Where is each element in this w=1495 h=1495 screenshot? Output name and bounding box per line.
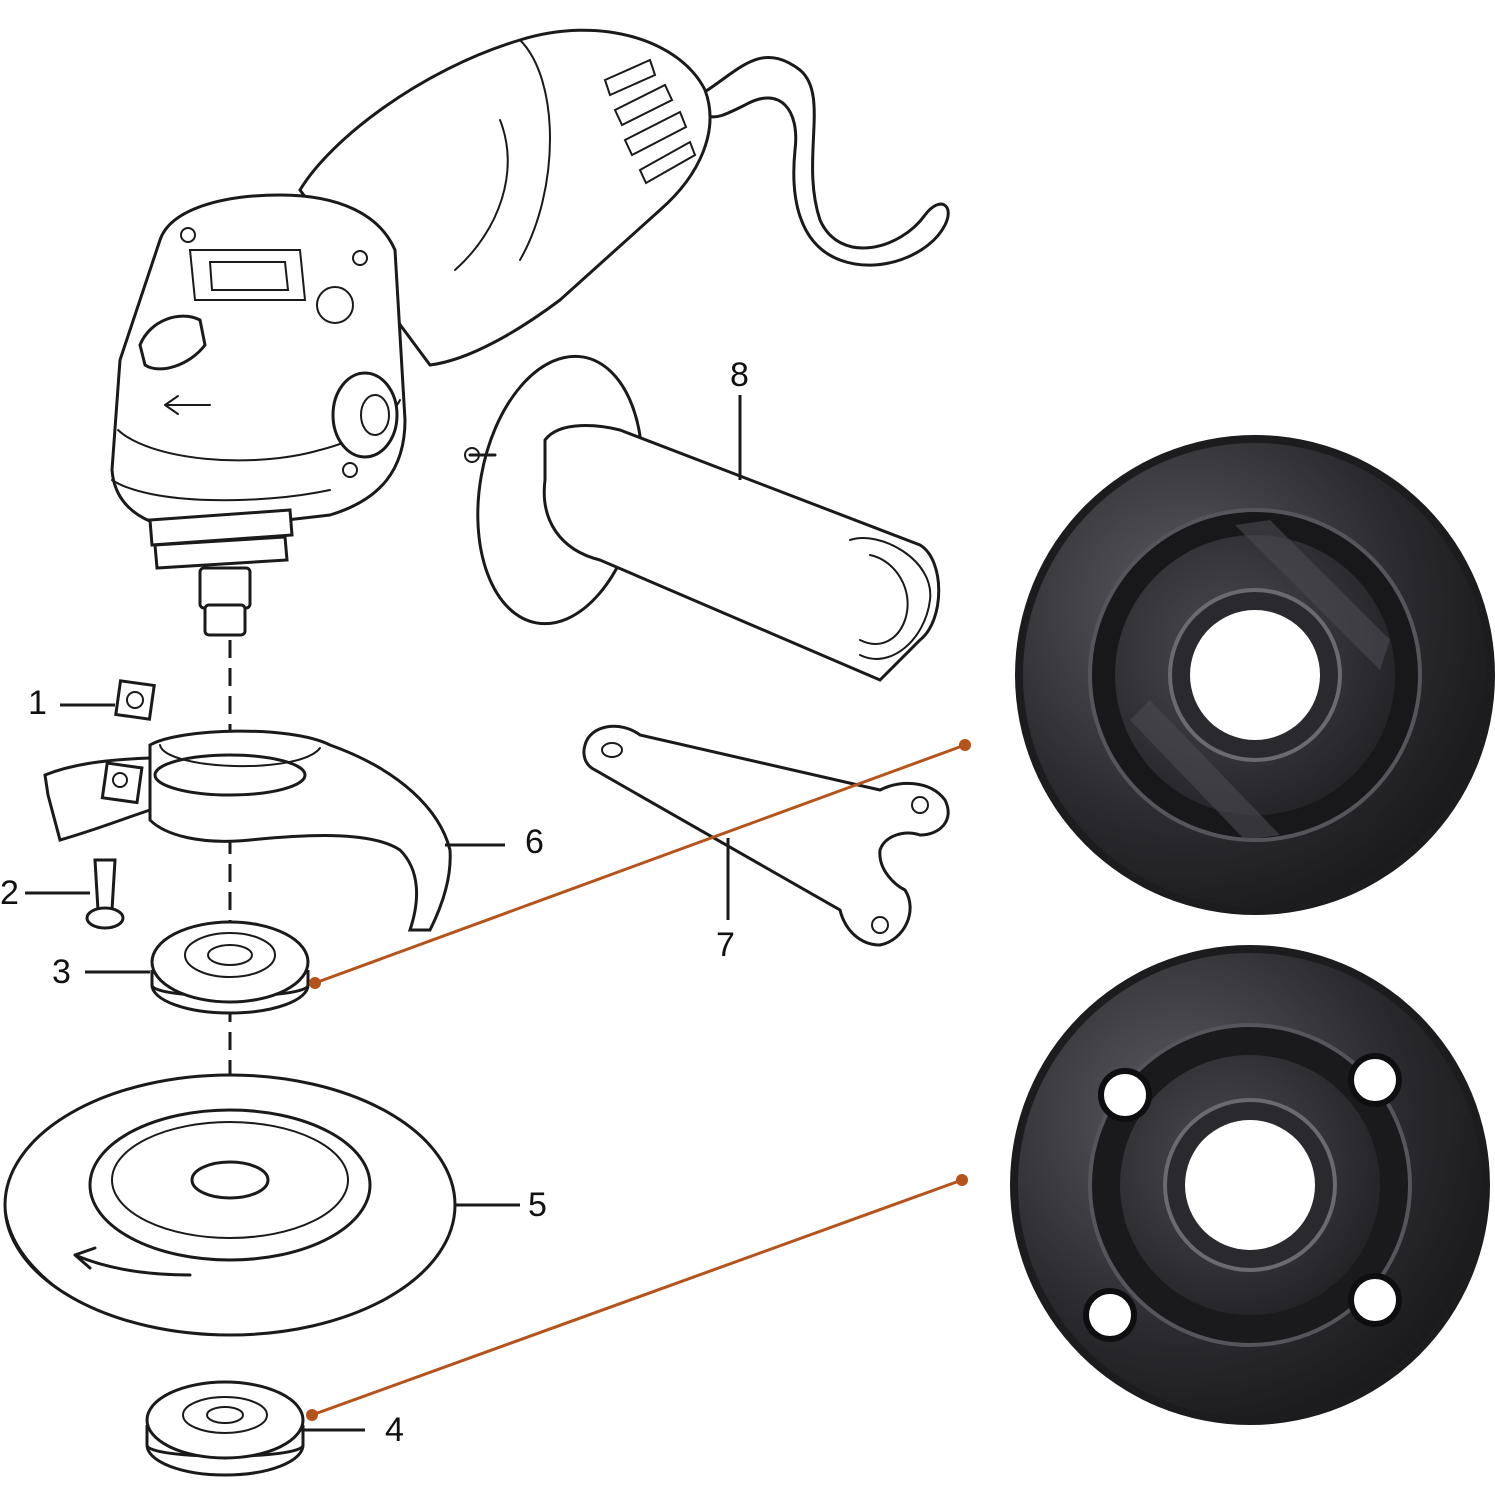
pointer-lines xyxy=(306,739,971,1421)
pointer-dot xyxy=(309,977,321,989)
callout-8: 8 xyxy=(730,356,749,394)
arrow-left-icon xyxy=(73,1246,192,1277)
vent-slots xyxy=(603,58,697,185)
side-handle xyxy=(464,354,941,682)
callout-7: 7 xyxy=(716,926,735,964)
pointer-dot xyxy=(959,739,971,751)
grinding-disc xyxy=(3,1073,520,1337)
outer-lock-nut xyxy=(145,1380,365,1477)
angle-grinder xyxy=(110,28,950,637)
callout-4: 4 xyxy=(385,1411,404,1449)
callout-3: 3 xyxy=(52,953,71,991)
photo-inner-flange xyxy=(1015,435,1495,915)
photo-outer-lock-nut xyxy=(1010,945,1490,1425)
callout-1: 1 xyxy=(28,684,47,722)
callout-2: 2 xyxy=(0,874,19,912)
callout-5: 5 xyxy=(528,1186,547,1224)
wheel-guard xyxy=(25,679,505,932)
callout-6: 6 xyxy=(525,823,544,861)
inner-flange xyxy=(85,920,310,1015)
pointer-dot xyxy=(956,1174,968,1186)
spanner-wrench xyxy=(582,724,950,947)
pointer-dot xyxy=(306,1409,318,1421)
